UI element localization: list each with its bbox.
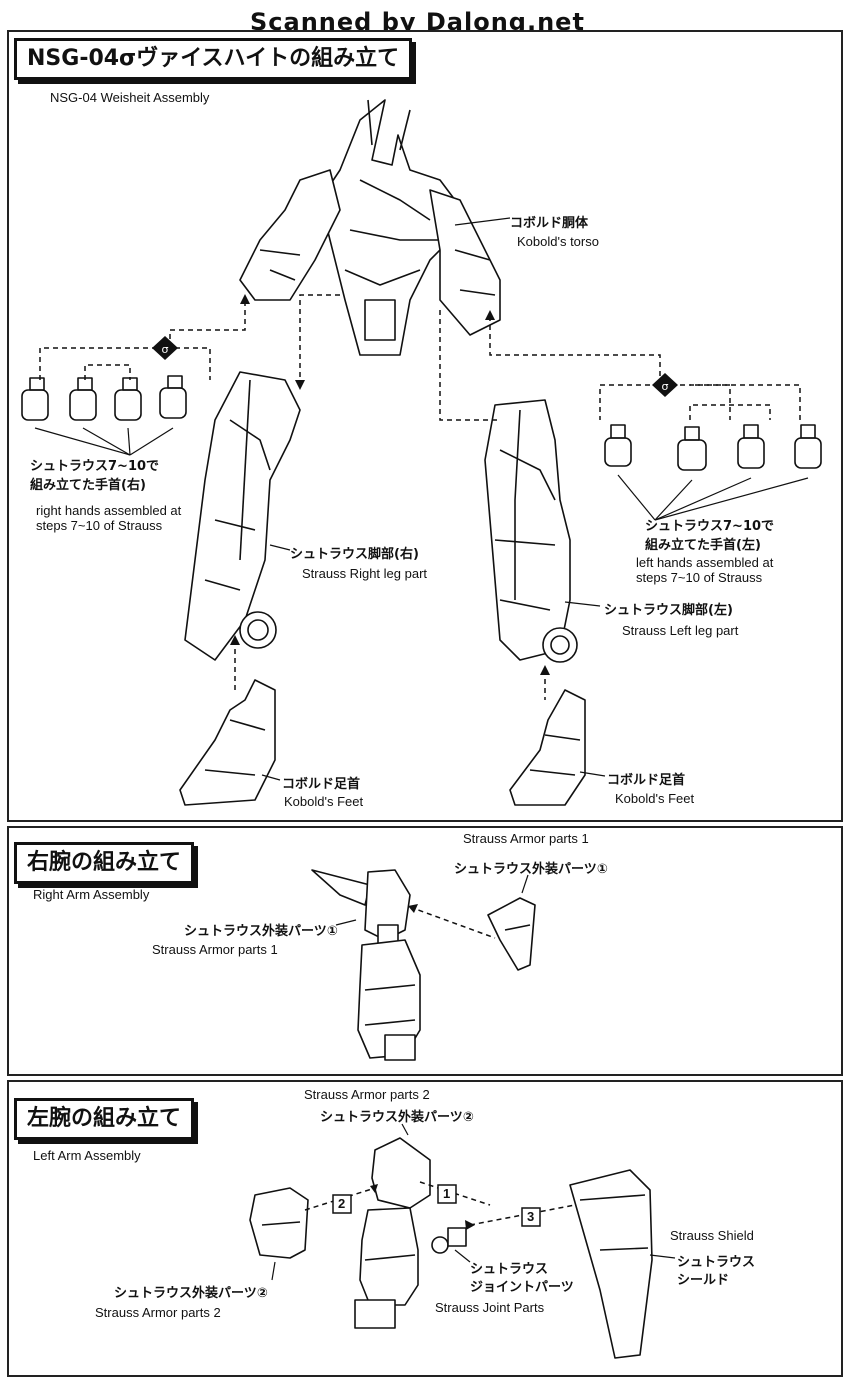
s2-armor-top-label-jp: シュトラウス外装パーツ① [454,862,608,877]
right-hands-label-en-1: right hands assembled at [36,503,182,518]
step-1-number: 1 [443,1186,451,1201]
right-hands-label-jp-1: シュトラウス7~10で [30,459,160,474]
joint-label-en: Strauss Joint Parts [435,1300,545,1315]
shield-label-jp-2: シールド [677,1273,730,1288]
s2-armor-left-label-en: Strauss Armor parts 1 [152,942,278,957]
s3-armor-left-label-en: Strauss Armor parts 2 [95,1305,221,1320]
left-hands-label-jp-1: シュトラウス7~10で [645,519,775,534]
section3-title: 左腕の組み立て [14,1098,195,1140]
kobold-feet-left-drawing [180,680,275,805]
kobold-torso-drawing [240,100,500,355]
s3-armor-left-label-jp: シュトラウス外装パーツ② [114,1286,268,1301]
section-weisheit-assembly [7,30,843,822]
left-hands-label-jp-2: 組み立てた手首(左) [645,538,761,553]
section3-subtitle: Left Arm Assembly [33,1148,141,1163]
right-hands-label-jp-2: 組み立てた手首(右) [30,478,146,493]
section2-title: 右腕の組み立て [14,842,195,884]
section2-subtitle: Right Arm Assembly [33,887,150,902]
left-hands-label-en-2: steps 7~10 of Strauss [636,570,763,585]
right-leg-label-en: Strauss Right leg part [302,566,428,581]
shield-label-jp-1: シュトラウス [677,1255,756,1270]
torso-label-jp: コボルド胴体 [510,216,589,231]
left-leg-label-jp: シュトラウス脚部(左) [604,603,733,618]
feet-right-label-en: Kobold's Feet [615,791,695,806]
joint-label-jp-2: ジョイントパーツ [470,1280,574,1295]
sigma-badge-left: σ [652,373,678,397]
s2-armor-top-label-en: Strauss Armor parts 1 [463,831,589,846]
joint-label-jp-1: シュトラウス [470,1262,549,1277]
s3-armor-top-label-jp: シュトラウス外装パーツ② [320,1110,474,1125]
feet-left-label-jp: コボルド足首 [282,777,361,792]
strauss-right-leg-drawing [185,372,300,660]
feet-left-label-en: Kobold's Feet [284,794,364,809]
strauss-left-leg-drawing [485,400,577,662]
step-badge-2 [333,1195,351,1213]
left-hands-drawing [605,425,821,470]
left-leg-label-en: Strauss Left leg part [622,623,739,638]
svg-text:σ: σ [662,380,669,393]
svg-text:σ: σ [162,343,169,356]
left-hands-label-en-1: left hands assembled at [636,555,774,570]
s3-armor-top-label-en: Strauss Armor parts 2 [304,1087,430,1102]
kobold-feet-right-drawing [510,690,585,805]
torso-label-en: Kobold's torso [517,234,599,249]
feet-right-label-jp: コボルド足首 [607,773,686,788]
right-leg-label-jp: シュトラウス脚部(右) [290,547,419,562]
shield-label-en: Strauss Shield [670,1228,754,1243]
s2-armor-left-label-jp: シュトラウス外装パーツ① [184,924,338,939]
section1-title: NSG-04σヴァイスハイトの組み立て [14,38,413,80]
section1-subtitle: NSG-04 Weisheit Assembly [50,90,210,105]
step-2-number: 2 [338,1196,346,1211]
step-badge-3 [522,1208,540,1226]
sigma-badge-right: σ [152,336,178,360]
section-right-arm-assembly [7,826,843,1076]
step-badge-1 [438,1185,456,1203]
right-hands-drawing [22,376,186,420]
right-hands-label-en-2: steps 7~10 of Strauss [36,518,163,533]
step-3-number: 3 [527,1209,535,1224]
